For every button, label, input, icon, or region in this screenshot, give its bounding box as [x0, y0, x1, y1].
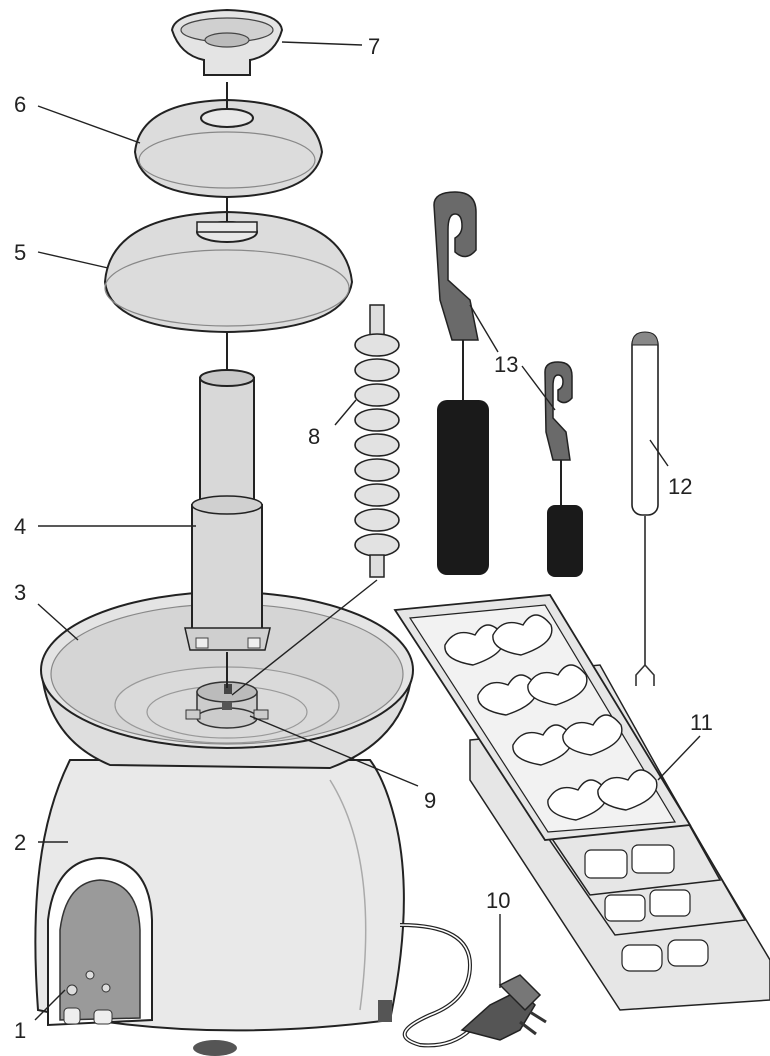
callout-10: 10: [486, 888, 510, 913]
callout-3: 3: [14, 580, 26, 605]
callout-5: 5: [14, 240, 26, 265]
callout-11: 11: [690, 710, 713, 735]
callout-4: 4: [14, 514, 26, 539]
tier-upper: [133, 82, 324, 199]
base-housing: [34, 759, 405, 1056]
tier-lower: [103, 195, 354, 334]
callout-13: 13: [494, 352, 518, 377]
leader-1: [34, 989, 66, 1021]
callout-6: 6: [14, 92, 26, 117]
callout-2: 2: [14, 830, 26, 855]
leader-11: [657, 735, 701, 781]
leader-8: [334, 399, 357, 426]
leader-6: [37, 105, 141, 144]
leader-5: [37, 251, 109, 269]
brush-small: [544, 361, 583, 577]
leader-9: [249, 715, 419, 787]
callout-8: 8: [308, 424, 320, 449]
auger: [231, 304, 400, 696]
leader-7: [281, 41, 363, 46]
fondue-fork: [631, 331, 659, 686]
callout-7: 7: [368, 34, 380, 59]
mould-trays: [393, 594, 770, 1011]
crown-top: [170, 8, 284, 76]
power-cord: [399, 923, 547, 1048]
leader-12: [649, 439, 669, 467]
callout-1: 1: [14, 1018, 26, 1043]
callout-9: 9: [424, 788, 436, 813]
leader-3: [37, 603, 79, 641]
callout-12: 12: [668, 474, 692, 499]
callouts: 1 2 3 4 5 6 7 8 9 10 11 12 13: [14, 34, 713, 1043]
brush-large: [433, 191, 489, 575]
leader-13b: [521, 365, 556, 411]
leader-13a: [469, 304, 499, 353]
tower: [184, 330, 271, 688]
leader-lines: [34, 41, 701, 1021]
